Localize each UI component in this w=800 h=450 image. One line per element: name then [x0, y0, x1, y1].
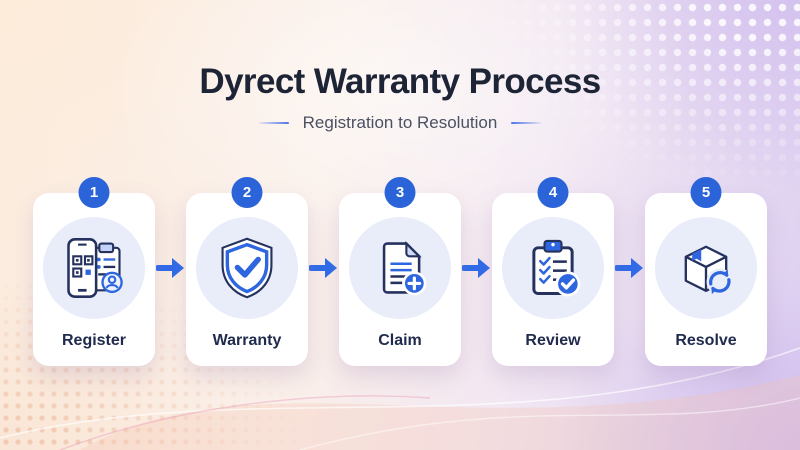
subtitle-dash-left — [258, 122, 289, 124]
step-label: Review — [525, 332, 581, 349]
subtitle-row: Registration to Resolution — [0, 113, 800, 133]
shield-check-icon — [221, 237, 273, 299]
header: Dyrect Warranty Process Registration to … — [0, 62, 800, 133]
step-claim: 3 Claim — [339, 177, 461, 366]
step-warranty: 2 Warranty — [186, 177, 308, 366]
document-plus-icon — [382, 240, 427, 296]
step-number-badge: 5 — [690, 177, 722, 208]
step-resolve: 5 Resolve — [645, 177, 767, 366]
icon-circle — [43, 217, 145, 319]
step-label: Claim — [378, 332, 422, 349]
checklist-approved-icon — [532, 239, 581, 297]
step-register: 1 — [33, 177, 155, 366]
icon-circle — [349, 217, 451, 319]
page-title: Dyrect Warranty Process — [199, 62, 601, 101]
step-number-badge: 4 — [537, 177, 569, 208]
process-steps: 1 — [0, 177, 800, 366]
step-number-badge: 2 — [231, 177, 263, 208]
halftone-dots-top-right — [490, 0, 800, 190]
icon-circle — [502, 217, 604, 319]
subtitle-dash-right — [511, 122, 542, 124]
phone-qr-clipboard-icon — [67, 238, 123, 298]
step-number-badge: 3 — [384, 177, 416, 208]
step-review: 4 — [492, 177, 614, 366]
arrow-right-icon — [614, 255, 645, 281]
icon-circle — [655, 217, 757, 319]
step-card: Claim — [339, 193, 461, 366]
arrow-right-icon — [308, 255, 339, 281]
step-label: Resolve — [675, 332, 737, 349]
step-label: Warranty — [212, 332, 282, 349]
background-waves — [0, 347, 800, 450]
icon-circle — [196, 217, 298, 319]
step-card: Review — [492, 193, 614, 366]
arrow-right-icon — [155, 255, 186, 281]
step-number-badge: 1 — [78, 177, 110, 208]
step-card: Resolve — [645, 193, 767, 366]
package-refresh-icon — [684, 245, 734, 296]
step-label: Register — [61, 332, 127, 349]
step-card: Register — [33, 193, 155, 366]
page-subtitle: Registration to Resolution — [302, 113, 498, 132]
arrow-right-icon — [461, 255, 492, 281]
step-card: Warranty — [186, 193, 308, 366]
